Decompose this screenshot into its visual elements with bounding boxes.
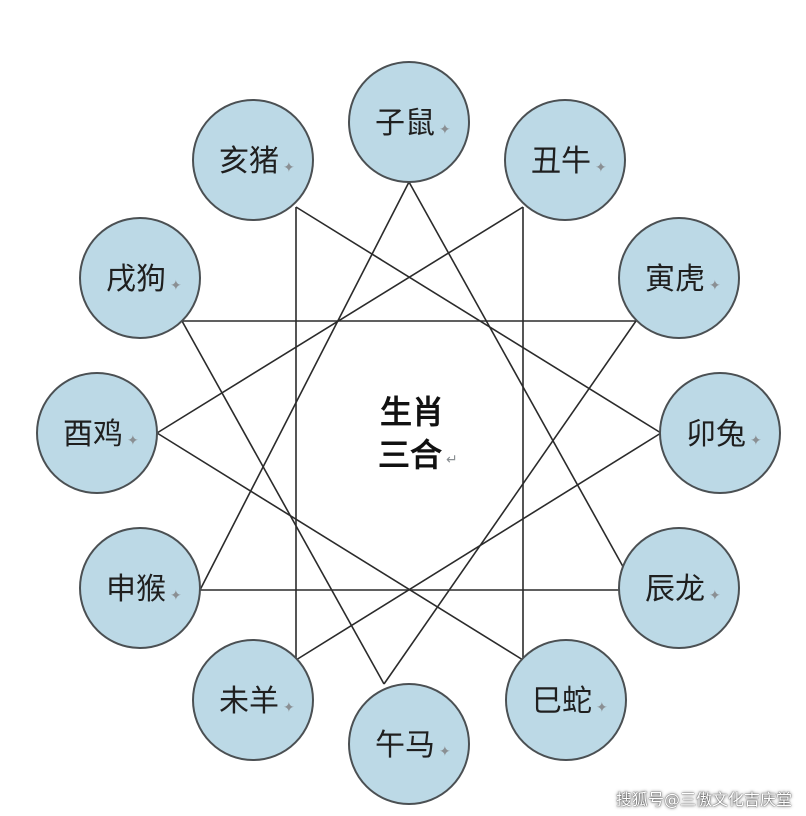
zodiac-node-xu: 戌狗✦ xyxy=(79,217,201,339)
triad-line-mao-wei xyxy=(295,432,662,661)
triad-line-wu-xu xyxy=(181,320,385,685)
sparkle-mark-icon: ✦ xyxy=(283,160,295,176)
zodiac-circle-shen xyxy=(79,527,201,649)
zodiac-node-chen: 辰龙✦ xyxy=(618,527,740,649)
zodiac-circle-wei xyxy=(192,639,314,761)
zodiac-circle-mao xyxy=(659,372,781,494)
watermark: 搜狐号@三傲文化吉庆堂 xyxy=(615,790,792,809)
zodiac-node-you: 酉鸡✦ xyxy=(36,372,158,494)
return-mark-icon: ↵ xyxy=(446,452,458,468)
triad-line-si-you xyxy=(156,432,524,661)
zodiac-node-chou: 丑牛✦ xyxy=(504,99,626,221)
sparkle-mark-icon: ✦ xyxy=(596,700,608,716)
zodiac-node-si: 巳蛇✦ xyxy=(505,639,627,761)
sparkle-mark-icon: ✦ xyxy=(750,433,762,449)
zodiac-node-hai: 亥猪✦ xyxy=(192,99,314,221)
zodiac-node-zi: 子鼠✦ xyxy=(348,61,470,183)
sparkle-mark-icon: ✦ xyxy=(709,588,721,604)
zodiac-label-chou: 丑牛 xyxy=(531,144,591,179)
center-title-line1: 生肖 xyxy=(380,393,444,431)
zodiac-node-yin: 寅虎✦ xyxy=(618,217,740,339)
zodiac-node-mao: 卯兔✦ xyxy=(659,372,781,494)
zodiac-circle-xu xyxy=(79,217,201,339)
sparkle-mark-icon: ✦ xyxy=(709,278,721,294)
zodiac-label-yin: 寅虎 xyxy=(645,262,705,297)
sparkle-mark-icon: ✦ xyxy=(283,700,295,716)
zodiac-circle-chou xyxy=(504,99,626,221)
zodiac-circle-chen xyxy=(618,527,740,649)
zodiac-node-wu: 午马✦ xyxy=(348,683,470,805)
zodiac-label-wei: 未羊 xyxy=(219,684,279,719)
zodiac-circle-si xyxy=(505,639,627,761)
triad-line-shen-zi xyxy=(199,181,410,591)
sparkle-mark-icon: ✦ xyxy=(439,122,451,138)
zodiac-label-wu: 午马 xyxy=(375,728,435,763)
center-title: 生肖 三合 ↵ xyxy=(378,393,458,474)
triad-line-hai-mao xyxy=(295,206,662,434)
zodiac-circle-hai xyxy=(192,99,314,221)
sparkle-mark-icon: ✦ xyxy=(127,433,139,449)
zodiac-circle-you xyxy=(36,372,158,494)
zodiac-circle-zi xyxy=(348,61,470,183)
triad-line-you-chou xyxy=(156,206,524,434)
zodiac-circle-yin xyxy=(618,217,740,339)
zodiac-label-mao: 卯兔 xyxy=(686,417,746,452)
sparkle-mark-icon: ✦ xyxy=(595,160,607,176)
zodiac-nodes: 子鼠✦丑牛✦寅虎✦卯兔✦辰龙✦巳蛇✦午马✦未羊✦申猴✦酉鸡✦戌狗✦亥猪✦ xyxy=(36,61,781,805)
zodiac-label-shen: 申猴 xyxy=(106,572,166,607)
triad-line-yin-wu xyxy=(383,320,637,685)
zodiac-label-xu: 戌狗 xyxy=(106,262,166,297)
zodiac-node-shen: 申猴✦ xyxy=(79,527,201,649)
zodiac-label-chen: 辰龙 xyxy=(645,572,705,607)
zodiac-node-wei: 未羊✦ xyxy=(192,639,314,761)
zodiac-circle-wu xyxy=(348,683,470,805)
sparkle-mark-icon: ✦ xyxy=(439,744,451,760)
zodiac-label-hai: 亥猪 xyxy=(219,144,279,179)
triad-lines xyxy=(156,181,662,685)
sparkle-mark-icon: ✦ xyxy=(170,588,182,604)
zodiac-label-zi: 子鼠 xyxy=(375,106,435,141)
center-title-line2: 三合 xyxy=(378,436,442,474)
zodiac-label-you: 酉鸡 xyxy=(63,417,123,452)
zodiac-label-si: 巳蛇 xyxy=(532,684,592,719)
sparkle-mark-icon: ✦ xyxy=(170,278,182,294)
